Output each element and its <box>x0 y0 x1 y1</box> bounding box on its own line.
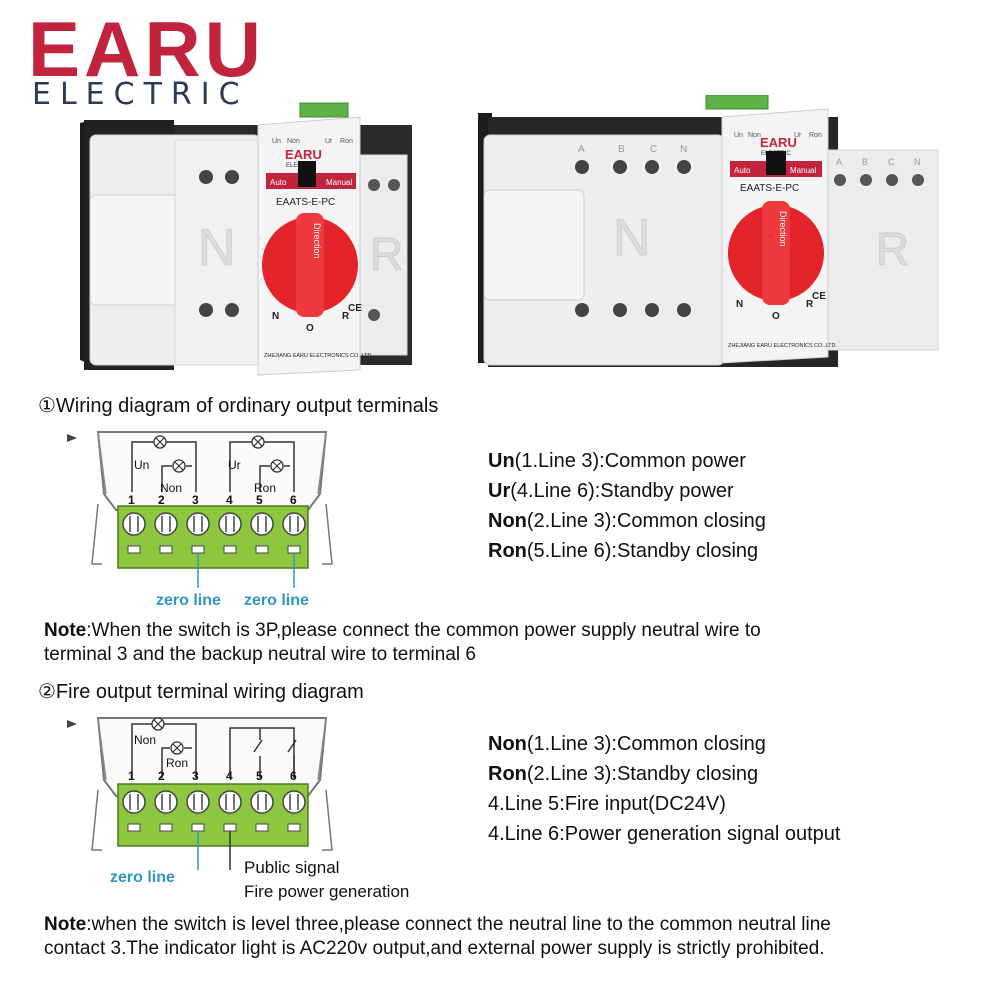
knob-pos-o: O <box>306 323 314 334</box>
terminal-number: 1 <box>128 769 135 783</box>
knob-pos-r: R <box>806 299 814 310</box>
info-line: 4.Line 5:Fire input(DC24V) <box>488 793 726 815</box>
terminal-number: 2 <box>158 769 165 783</box>
device-model: EAATS-E-PC <box>740 183 799 194</box>
lamp-label-non: Non <box>134 733 156 747</box>
info-line: Ron(5.Line 6):Standby closing <box>488 540 759 562</box>
device-status-label: Ron <box>340 138 353 145</box>
knob-pos-o: O <box>772 311 780 322</box>
device-mode-auto: Auto <box>270 178 287 187</box>
terminal-number: 4 <box>226 769 233 783</box>
pole-label: N <box>680 144 687 155</box>
play-arrow-icon <box>67 720 77 728</box>
terminal-number: 1 <box>128 493 135 507</box>
knob-pos-r: R <box>342 311 350 322</box>
section1-heading: ①Wiring diagram of ordinary output termi… <box>38 395 439 417</box>
device-side-label-r: R <box>370 228 403 280</box>
wiring-diagram-ordinary: Un Non Ur Ron 1 2 3 4 5 6 <box>62 424 342 594</box>
zero-line-label: zero line <box>110 869 175 886</box>
device-status-label: Ur <box>325 138 333 145</box>
info-line: Non(2.Line 3):Common closing <box>488 510 766 532</box>
section2-heading: ②Fire output terminal wiring diagram <box>38 681 364 703</box>
info-line: Non(1.Line 3):Common closing <box>488 733 766 755</box>
fire-power-label: Fire power generation <box>244 882 410 901</box>
lamp-label-non: Non <box>160 481 182 495</box>
info-line: Ron(2.Line 3):Standby closing <box>488 763 759 785</box>
play-arrow-icon <box>67 434 77 442</box>
info-line: Ur(4.Line 6):Standby power <box>488 480 734 502</box>
device-side-label-r: R <box>876 223 909 275</box>
terminal-number: 3 <box>192 769 199 783</box>
knob-direction-text: Direction <box>312 223 322 259</box>
knob-pos-n: N <box>272 311 279 322</box>
pole-label: N <box>914 157 921 167</box>
terminal-block <box>117 783 309 847</box>
zero-line-label: zero line <box>244 592 309 609</box>
terminal-block <box>117 505 309 569</box>
note-3p: Note:When the switch is 3P,please connec… <box>44 620 761 665</box>
terminal-number: 4 <box>226 493 233 507</box>
terminal-number: 5 <box>256 493 263 507</box>
device-brand: EARU <box>285 147 322 162</box>
device-side-label-n: N <box>198 219 236 277</box>
terminal-number: 5 <box>256 769 263 783</box>
pole-label: C <box>650 144 657 155</box>
knob-direction-text: Direction <box>778 211 788 247</box>
device-mode-manual: Manual <box>790 166 816 175</box>
lamp-label-ron: Ron <box>166 756 188 770</box>
device-photo-4p: A B C N N A B C N R Un Non Ur Ron EARU E… <box>478 95 948 380</box>
pole-label: A <box>836 157 842 167</box>
public-signal-label: Public signal <box>244 858 340 877</box>
terminal-number: 6 <box>290 769 297 783</box>
lamp-label-ur: Ur <box>228 458 241 472</box>
brand-logo-subtitle: ELECTRIC <box>32 77 249 112</box>
info-line: Un(1.Line 3):Common power <box>488 450 746 472</box>
device-status-label: Non <box>287 138 300 145</box>
device-maker: ZHEJIANG EARU ELECTRONICS CO.,LTD. <box>728 343 837 349</box>
device-brand: EARU <box>760 135 797 150</box>
device-status-label: Un <box>734 132 743 139</box>
device-mode-auto: Auto <box>734 166 751 175</box>
device-status-label: Non <box>748 132 761 139</box>
device-status-label: Ron <box>809 132 822 139</box>
lamp-label-ron: Ron <box>254 481 276 495</box>
ce-mark: CE <box>812 291 826 302</box>
knob-pos-n: N <box>736 299 743 310</box>
pole-label: B <box>618 144 625 155</box>
device-maker: ZHEJIANG EARU ELECTRONICS CO.,LTD. <box>264 353 373 359</box>
pole-label: B <box>862 157 868 167</box>
note-level-three: Note:when the switch is level three,plea… <box>44 914 831 959</box>
terminal-number: 2 <box>158 493 165 507</box>
terminal-number: 6 <box>290 493 297 507</box>
device-mode-manual: Manual <box>326 178 352 187</box>
pole-label: A <box>578 144 585 155</box>
device-photo-2p: N R Un Non Ur Ron EARU ELECTRIC Auto Man… <box>80 95 430 380</box>
device-status-label: Un <box>272 138 281 145</box>
device-status-label: Ur <box>794 132 802 139</box>
ce-mark: CE <box>348 303 362 314</box>
wiring-diagram-fire: Non Ron 1 2 3 4 5 6 <box>62 710 342 870</box>
brand-logo-text: EARU <box>28 5 266 93</box>
device-model: EAATS-E-PC <box>276 197 335 208</box>
lamp-label-un: Un <box>134 458 149 472</box>
zero-line-label: zero line <box>156 592 221 609</box>
terminal-number: 3 <box>192 493 199 507</box>
pole-label: C <box>888 157 895 167</box>
info-line: 4.Line 6:Power generation signal output <box>488 823 841 845</box>
device-side-label-n: N <box>613 209 651 267</box>
